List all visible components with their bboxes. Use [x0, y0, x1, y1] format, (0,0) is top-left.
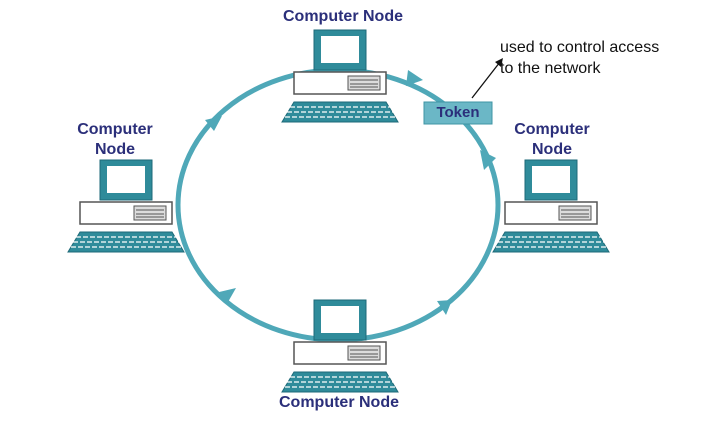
token-box [423, 101, 493, 125]
node-label-left: Computer Node [63, 120, 167, 160]
node-label-top: Computer Node [258, 7, 428, 27]
annotation-line1: used to control access [500, 39, 660, 56]
ring-arrow-lower-right-icon [437, 300, 452, 315]
node-label-right-line1: Computer [514, 121, 590, 138]
computer-bottom-icon [281, 299, 399, 393]
token-label: Token [436, 104, 480, 121]
node-label-right: Computer Node [494, 120, 610, 160]
node-label-bottom: Computer Node [254, 393, 424, 413]
computer-right-icon [492, 159, 610, 253]
ring-arrow-top-right-icon [406, 70, 423, 86]
ring-arrow-lower-left-icon [215, 288, 236, 302]
computer-top-icon [281, 29, 399, 123]
node-label-top-text: Computer Node [283, 8, 403, 25]
annotation-line2: to the network [500, 60, 601, 77]
ring-arrow-upper-left-icon [205, 116, 222, 131]
node-label-left-line2: Node [95, 141, 135, 158]
computer-left-icon [67, 159, 185, 253]
annotation-arrowhead-icon [495, 58, 503, 67]
token-annotation: used to control access to the network [500, 37, 659, 79]
ring-arrow-right-icon [480, 150, 496, 170]
annotation-arrow [471, 61, 501, 99]
node-label-right-line2: Node [532, 141, 572, 158]
node-label-bottom-text: Computer Node [279, 394, 399, 411]
node-label-left-line1: Computer [77, 121, 153, 138]
